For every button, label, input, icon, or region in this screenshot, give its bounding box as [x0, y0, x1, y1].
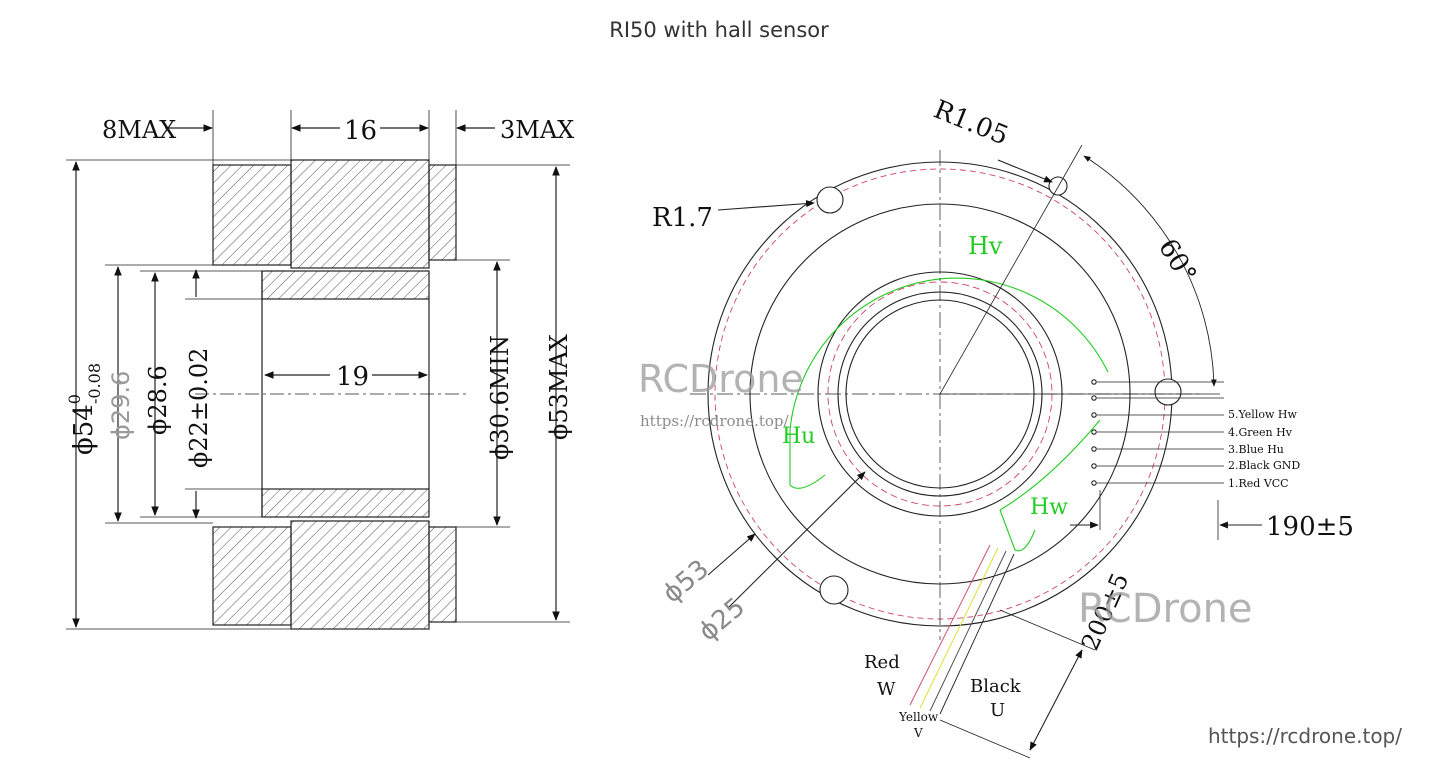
- dim-r1-05: R1.05: [929, 95, 1012, 152]
- sleeve-top: [261, 270, 430, 300]
- page-title: RI50 with hall sensor: [609, 18, 829, 42]
- dim-dia25: ϕ25: [693, 592, 751, 647]
- rotor-block-top: [290, 159, 430, 269]
- watermark-brand-center: RCDrone: [638, 357, 804, 401]
- wire-phase-w: W: [877, 679, 896, 700]
- dim-19: 19: [336, 362, 369, 392]
- dim-dia53: ϕ53: [657, 554, 715, 609]
- dim-190: 190±5: [1266, 512, 1354, 542]
- dim-8max: 8MAX: [102, 116, 176, 144]
- sensor-block-bottom: [428, 526, 457, 623]
- dim-r1-7: R1.7: [652, 203, 713, 233]
- dim-dia54: ϕ54: [69, 404, 99, 455]
- wire-phase-u: U: [990, 700, 1005, 721]
- pin-label-1: 1.Red VCC: [1228, 477, 1289, 490]
- pin-label-4: 4.Green Hv: [1228, 426, 1293, 439]
- wire-phase-v: V: [913, 726, 923, 740]
- sensor-block-top: [428, 164, 457, 261]
- wire-yellow: Yellow: [898, 710, 939, 724]
- dim-dia28-6: ϕ28.6: [144, 365, 172, 435]
- watermark-url-center: https://rcdrone.top/: [640, 412, 790, 430]
- watermark-brand-lower: RCDrone: [1078, 586, 1253, 632]
- dim-3max: 3MAX: [500, 116, 574, 144]
- side-view: [66, 110, 570, 630]
- pin-label-5: 5.Yellow Hw: [1228, 408, 1297, 421]
- pin-label-3: 3.Blue Hu: [1228, 443, 1284, 456]
- hall-label-hw: Hw: [1030, 495, 1068, 520]
- stator-block-bottom-left: [212, 526, 292, 626]
- front-view: [690, 144, 1262, 759]
- dim-dia22: ϕ22±0.02: [185, 348, 213, 468]
- dim-dia53max: ϕ53MAX: [545, 334, 573, 440]
- svg-text:ϕ540-0.08: ϕ540-0.08: [65, 363, 104, 455]
- dim-60-deg: 60°: [1152, 234, 1202, 289]
- hall-label-hu: Hu: [782, 424, 815, 449]
- footer-url: https://rcdrone.top/: [1207, 724, 1402, 748]
- rotor-block-bottom: [290, 520, 430, 630]
- dim-dia30-6min: ϕ30.6MIN: [486, 335, 514, 460]
- dim-dia54-sub: -0.08: [85, 363, 104, 404]
- sleeve-bottom: [261, 488, 430, 518]
- dim-dia54-sup: 0: [65, 394, 84, 404]
- dim-16: 16: [344, 116, 377, 146]
- pin-label-2: 2.Black GND: [1228, 459, 1300, 472]
- wire-red: Red: [864, 652, 900, 673]
- dim-dia29-6: ϕ29.6: [107, 371, 135, 440]
- stator-block-top-left: [212, 164, 292, 266]
- wire-black: Black: [970, 676, 1022, 697]
- hall-label-hv: Hv: [968, 232, 1003, 260]
